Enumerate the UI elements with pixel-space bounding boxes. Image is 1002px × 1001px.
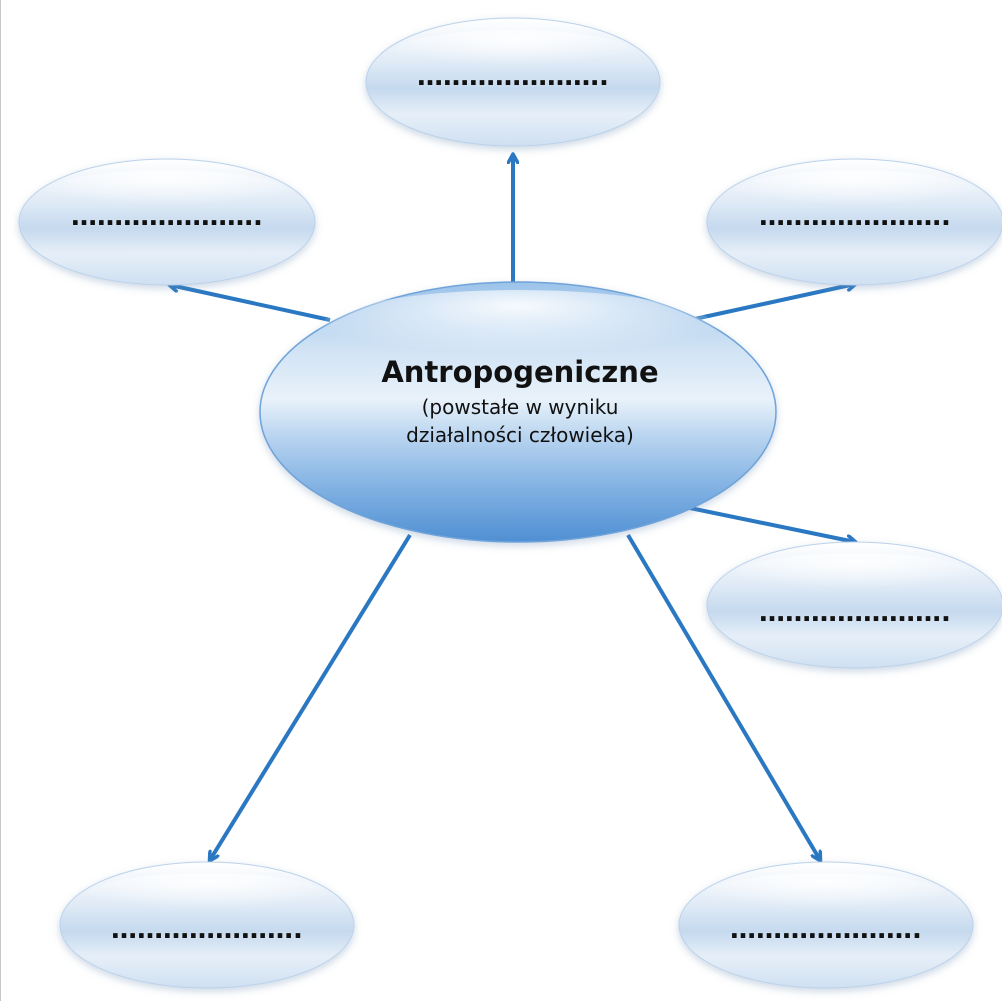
shine-top	[393, 30, 633, 74]
shine-top-right	[735, 170, 975, 214]
shine-right	[735, 553, 975, 597]
arrow-to-top-right	[689, 284, 855, 322]
shine-bottom-left	[87, 873, 327, 917]
arrow-to-top-left	[170, 285, 331, 322]
arrow-to-bottom-right	[626, 533, 820, 860]
shine-center	[318, 290, 718, 370]
shine-top-left	[47, 170, 287, 214]
arrows	[170, 155, 855, 860]
page-left-border	[0, 0, 1, 1001]
arrow-to-right	[689, 506, 855, 542]
arrow-to-bottom-left	[210, 533, 412, 860]
shine-bottom-right	[706, 873, 946, 917]
